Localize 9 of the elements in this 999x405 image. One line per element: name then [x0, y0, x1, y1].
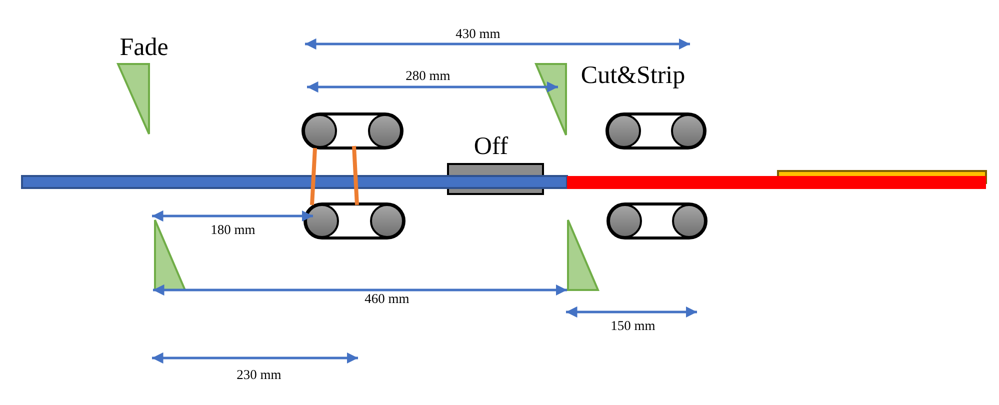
dimension-value: 180 mm [210, 223, 256, 236]
process-label: Fade [120, 35, 168, 60]
process-label: Cut&Strip [580, 63, 686, 88]
dimension-value: 150 mm [610, 319, 656, 332]
dimension-value: 430 mm [456, 27, 500, 40]
dimension-value: 280 mm [406, 69, 450, 82]
dimension-value: 230 mm [236, 368, 282, 382]
dimension-value: 460 mm [364, 292, 410, 306]
box-label: Off [474, 134, 508, 159]
